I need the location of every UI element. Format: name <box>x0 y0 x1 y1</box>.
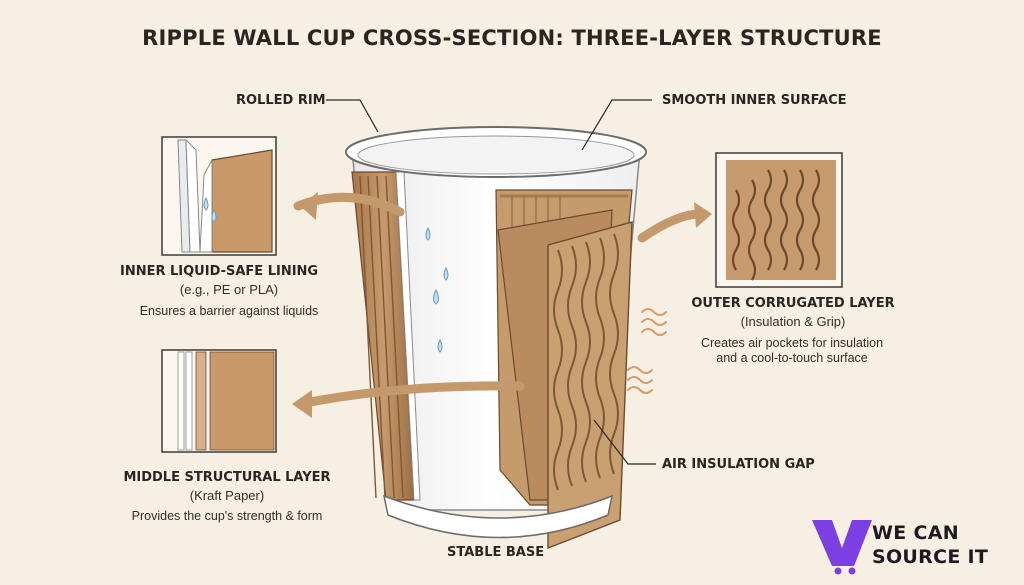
label-outer-layer-title: OUTER CORRUGATED LAYER <box>691 296 895 311</box>
heat-wave-icons <box>627 308 667 394</box>
leader-smooth-inner <box>581 99 652 151</box>
water-droplets <box>425 226 449 353</box>
label-inner-lining-description: Ensures a barrier against liquids <box>139 304 319 318</box>
arrow-corrugated <box>637 209 709 243</box>
label-stable-base: STABLE BASE <box>447 545 545 560</box>
inset-inner-lining <box>161 136 277 256</box>
label-middle-layer-subtitle: (Kraft Paper) <box>189 488 265 503</box>
label-outer-layer-description-1: Creates air pockets for insulation <box>700 336 884 350</box>
page-title: RIPPLE WALL CUP CROSS-SECTION: THREE-LAY… <box>142 26 882 50</box>
label-outer-layer-description-2: and a cool-to-touch surface <box>716 351 868 365</box>
cup-base <box>382 494 614 539</box>
label-smooth-inner-surface: SMOOTH INNER SURFACE <box>662 93 847 108</box>
leader-air-gap <box>593 419 656 465</box>
brand-line-1: WE CAN <box>872 522 959 544</box>
arrow-middle-layer <box>295 381 525 409</box>
label-outer-layer-subtitle: (Insulation & Grip) <box>740 314 846 329</box>
leader-rolled-rim <box>326 99 379 133</box>
callout-arrows <box>292 99 712 465</box>
label-air-insulation-gap: AIR INSULATION GAP <box>662 457 815 472</box>
inset-corrugated <box>715 152 843 288</box>
label-middle-layer-description: Provides the cup's strength & form <box>131 509 323 523</box>
label-rolled-rim: ROLLED RIM <box>236 93 326 108</box>
label-inner-lining-subtitle: (e.g., PE or PLA) <box>179 282 279 297</box>
corrugated-layer <box>547 221 633 550</box>
inset-middle-layer <box>161 349 277 453</box>
label-inner-lining-title: INNER LIQUID-SAFE LINING <box>120 264 319 279</box>
label-middle-layer-title: MIDDLE STRUCTURAL LAYER <box>123 470 331 485</box>
wcsi-logo-icon <box>812 520 872 575</box>
ripple-cup <box>345 126 647 550</box>
brand-line-2: SOURCE IT <box>872 546 989 568</box>
